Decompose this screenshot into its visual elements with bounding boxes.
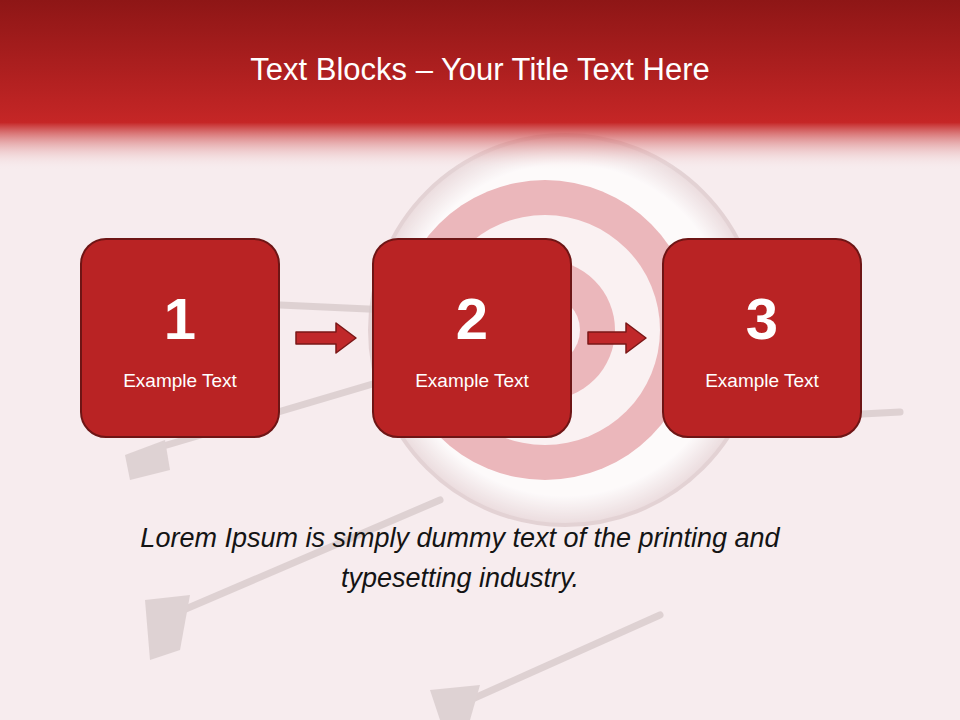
caption-text: Lorem Ipsum is simply dummy text of the … (100, 518, 820, 598)
slide-title: Text Blocks – Your Title Text Here (0, 52, 960, 88)
flow-arrow (588, 323, 646, 353)
flow-arrow (296, 323, 356, 353)
step-number: 3 (746, 290, 778, 348)
step-box: 3Example Text (662, 238, 862, 438)
step-number: 2 (456, 290, 488, 348)
step-text: Example Text (415, 370, 529, 393)
step-number: 1 (164, 290, 196, 348)
header-band (0, 0, 960, 170)
step-box: 2Example Text (372, 238, 572, 438)
step-box: 1Example Text (80, 238, 280, 438)
step-text: Example Text (705, 370, 819, 393)
step-text: Example Text (123, 370, 237, 393)
